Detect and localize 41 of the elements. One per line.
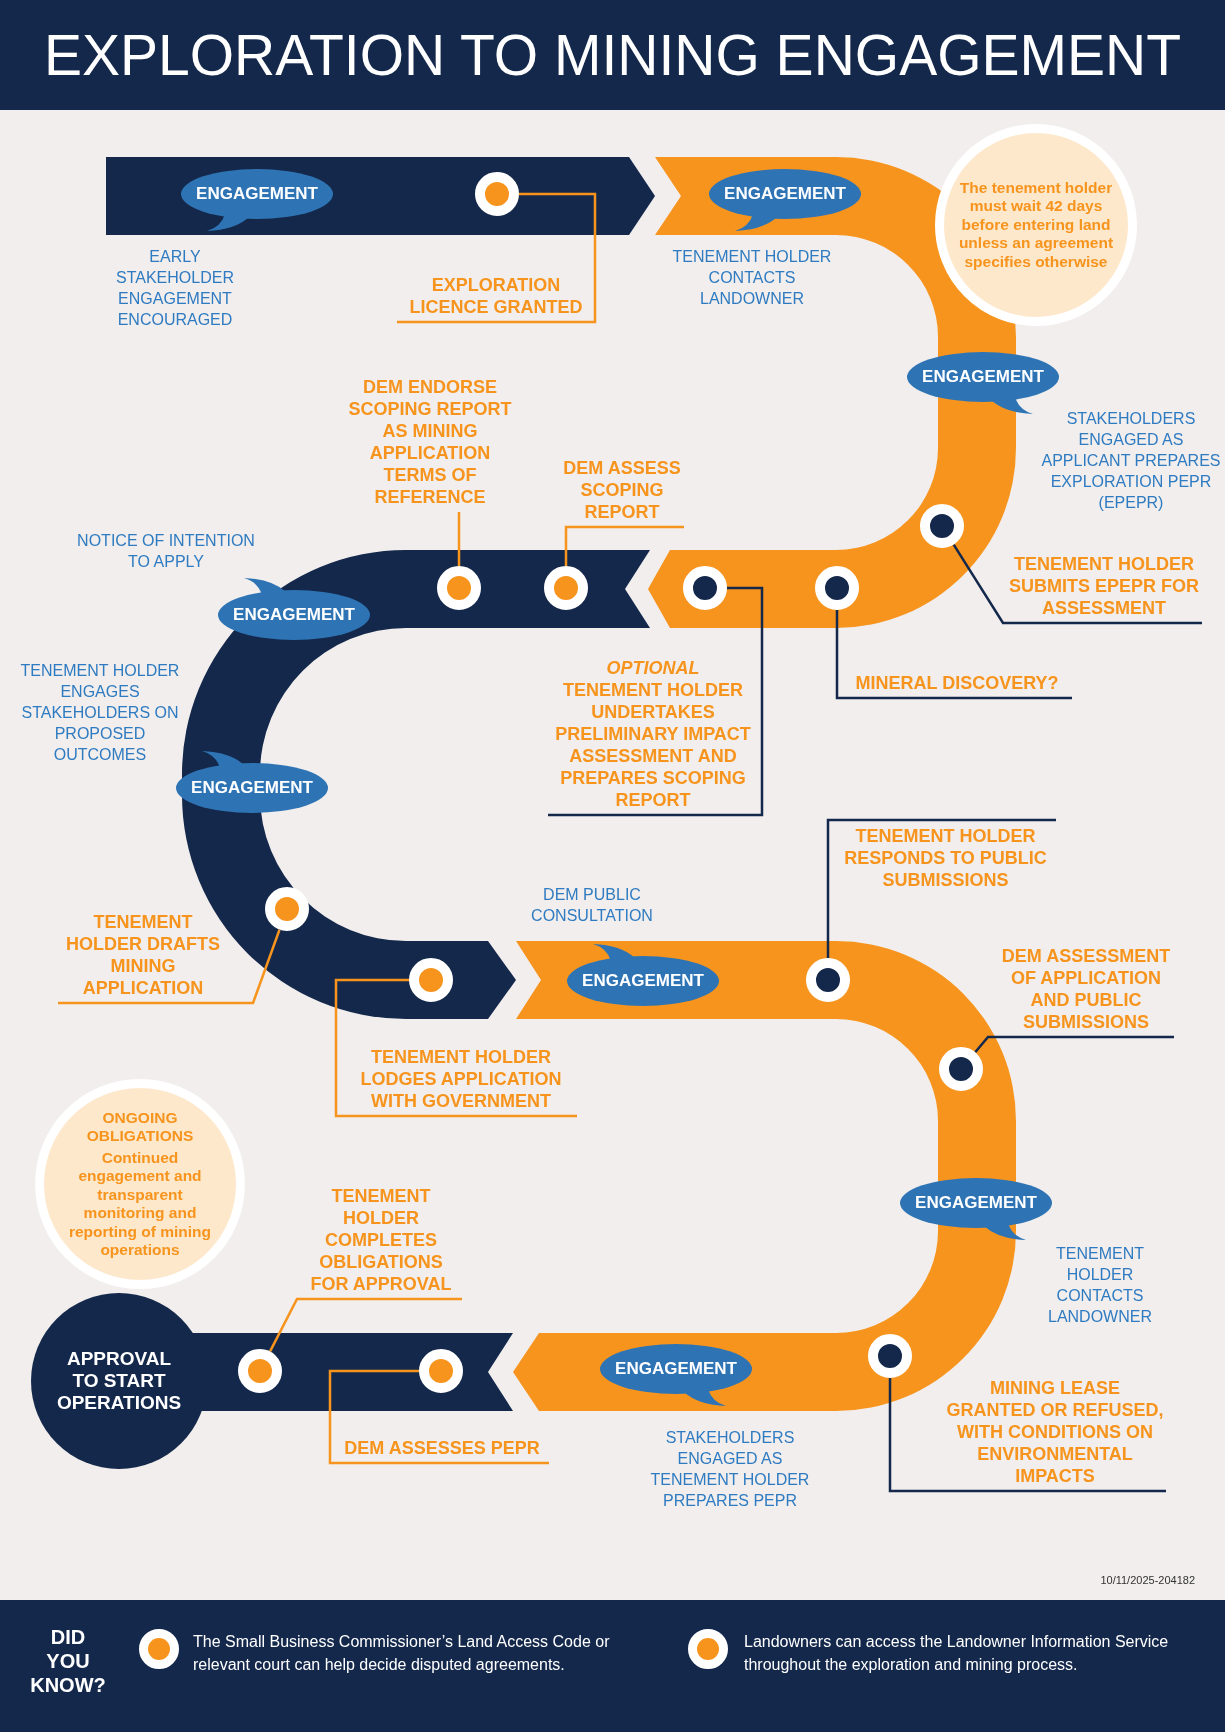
leader-line [334,978,577,1118]
heading-text: DID YOU KNOW? [30,1625,106,1697]
caption-text: TENEMENT HOLDER CONTACTS LANDOWNER [671,247,833,309]
leader-line [835,610,1072,700]
leader-line [58,929,281,1005]
caption-text: NOTICE OF INTENTION TO APPLY [76,531,256,572]
tip-text: Landowners can access the Landowner Information Service throughout the exploration and mining process. [744,1632,1170,1675]
leader-line [826,818,1056,958]
step-label: MINING LEASE GRANTED OR REFUSED, WITH CONDITIONS ON ENVIRONMENTAL IMPACTS [944,1377,1166,1491]
leader-line [328,1369,549,1465]
document-code: 10/11/2025-204182 [1100,1573,1195,1587]
leader-line [564,525,684,566]
leader-line [269,1297,462,1352]
step-label: MINERAL DISCOVERY? [842,672,1072,698]
step-label: EXPLORATION LICENCE GRANTED [397,274,595,322]
leader-line [952,543,1202,625]
tip-text: The Small Business Commissioner’s Land Access Code or relevant court can help decide disputed agreements. [193,1632,611,1675]
step-label: DEM ASSESS SCOPING REPORT [560,457,684,527]
note-text: Continued engagement and transparent monitoring and reporting of mining operations [67,1148,213,1260]
leader-line [974,1035,1174,1053]
step-label: DEM ENDORSE SCOPING REPORT AS MINING APPLICATION TERMS OF REFERENCE [340,376,520,512]
step-label: TENEMENT HOLDER RESPONDS TO PUBLIC SUBMISSIONS [835,820,1056,891]
caption-text: TENEMENT HOLDER CONTACTS LANDOWNER [1047,1244,1153,1327]
caption-text: DEM PUBLIC CONSULTATION [530,885,654,926]
step-label: TENEMENT HOLDER COMPLETES OBLIGATIONS FOR APPROVAL [300,1185,462,1299]
caption-text: TENEMENT HOLDER ENGAGES STAKEHOLDERS ON PROPOSED OUTCOMES [19,661,181,765]
step-label: TENEMENT HOLDER DRAFTS MINING APPLICATION [58,911,228,1003]
step-label: TENEMENT HOLDER LODGES APPLICATION WITH GOVERNMENT [345,1046,577,1116]
leader-line [888,1378,1166,1493]
caption-text: STAKEHOLDERS ENGAGED AS APPLICANT PREPARES EXPLORATION PEPR (EPEPR) [1040,409,1222,513]
step-label: DEM ASSESSES PEPR [335,1437,549,1463]
note-heading: ONGOING OBLIGATIONS [85,1108,195,1146]
step-label: DEM ASSESSMENT OF APPLICATION AND PUBLIC SUBMISSIONS [998,945,1174,1037]
leader-line [457,512,461,566]
caption-text: EARLY STAKEHOLDER ENGAGEMENT ENCOURAGED [115,247,235,330]
step-label: OPTIONAL TENEMENT HOLDER UNDERTAKES PRELIMINARY IMPACT ASSESSMENT AND PREPARES SCOPING REPORT [548,657,758,815]
leader-line [548,586,764,817]
leader-line [397,192,597,324]
caption-text: STAKEHOLDERS ENGAGED AS TENEMENT HOLDER PREPARES PEPR [649,1428,811,1511]
step-label: TENEMENT HOLDER SUBMITS EPEPR FOR ASSESSMENT [1006,553,1202,623]
title: EXPLORATION TO MINING ENGAGEMENT [44,23,1181,87]
